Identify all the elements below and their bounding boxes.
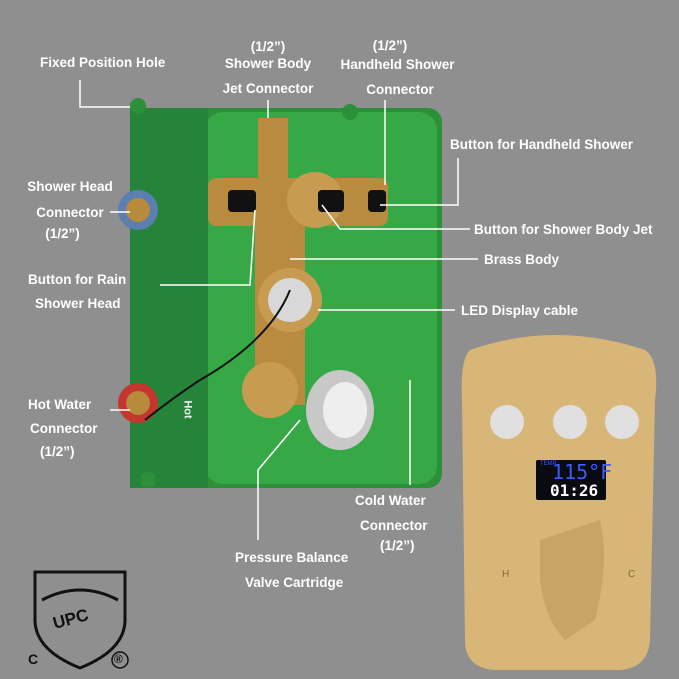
label-jet-size: (1/2”) bbox=[250, 39, 286, 54]
box-hot-mark: Hot bbox=[181, 400, 194, 419]
label-cold-l1: Cold Water bbox=[355, 493, 426, 508]
label-handheld-l1: Handheld Shower bbox=[340, 57, 455, 72]
upc-r-mark: ® bbox=[114, 652, 123, 666]
label-handheld-l2: Connector bbox=[366, 82, 434, 97]
svg-text:UPC: UPC bbox=[51, 605, 91, 633]
label-head-l2: Connector bbox=[36, 205, 104, 220]
leader-lines bbox=[79, 80, 478, 540]
valve-cartridge bbox=[306, 370, 374, 450]
upc-c-mark: C bbox=[28, 651, 39, 667]
label-handheld-size: (1/2”) bbox=[372, 38, 408, 53]
label-btn-handheld: Button for Handheld Shower bbox=[450, 137, 633, 152]
plate-hot-mark: H bbox=[502, 569, 510, 580]
led-cable bbox=[144, 289, 291, 421]
label-rain-l2: Shower Head bbox=[35, 296, 121, 311]
label-jet-l1: Shower Body bbox=[224, 56, 312, 71]
label-hot-l1: Hot Water bbox=[28, 397, 92, 412]
display-temperature: 115°F bbox=[552, 460, 613, 484]
label-valve-l2: Valve Cartridge bbox=[245, 575, 344, 590]
label-hot-size: (1/2”) bbox=[40, 444, 75, 459]
label-brass: Brass Body bbox=[484, 252, 560, 267]
buttons bbox=[228, 190, 386, 212]
label-led-cable: LED Display cable bbox=[461, 303, 579, 318]
label-cold-size: (1/2”) bbox=[380, 538, 415, 553]
led-display: TEMP 115°F 01:26 bbox=[536, 460, 612, 500]
faucet-plate bbox=[461, 335, 657, 670]
display-time: 01:26 bbox=[550, 481, 599, 500]
connectors bbox=[118, 190, 158, 423]
label-fixed-hole: Fixed Position Hole bbox=[40, 55, 166, 70]
label-hot-l2: Connector bbox=[30, 421, 98, 436]
label-rain-l1: Button for Rain bbox=[28, 272, 127, 287]
label-btn-jet: Button for Shower Body Jet bbox=[474, 222, 653, 237]
label-valve-l1: Pressure Balance bbox=[235, 550, 349, 565]
label-head-size: (1/2”) bbox=[45, 226, 80, 241]
label-jet-l2: Jet Connector bbox=[222, 81, 314, 96]
label-cold-l2: Connector bbox=[360, 518, 428, 533]
plate-cold-mark: C bbox=[628, 569, 636, 580]
label-head-l1: Shower Head bbox=[27, 179, 113, 194]
display-temp-label: TEMP bbox=[540, 461, 557, 467]
